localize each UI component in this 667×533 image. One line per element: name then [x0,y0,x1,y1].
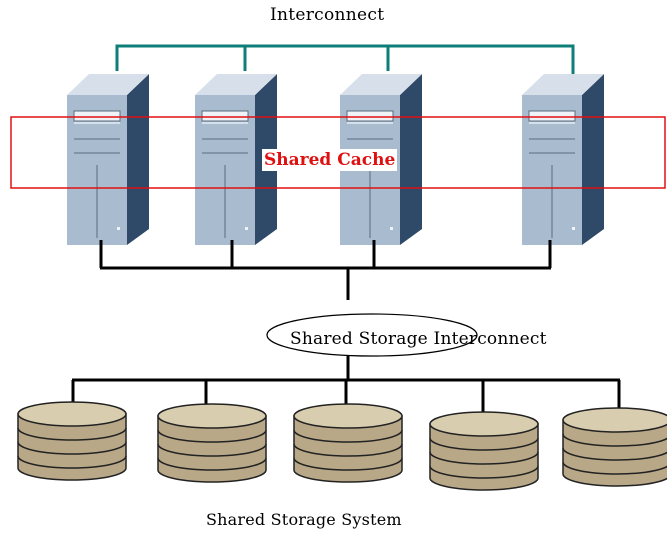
disk [293,403,403,483]
server [67,74,149,245]
disk [429,411,539,491]
storage-interconnect-ellipse [266,313,478,357]
interconnect-lines [115,44,575,79]
server [522,74,604,245]
disk [157,403,267,483]
shared-cache-box [10,116,666,189]
disk [17,401,127,481]
shared-storage-system-label: Shared Storage System [206,510,402,529]
disk [562,407,667,487]
server-bus [99,240,552,300]
interconnect-label: Interconnect [270,5,385,25]
shared-storage-interconnect-label: Shared Storage Interconnect [290,329,547,349]
shared-cache-label: Shared Cache [262,149,398,171]
